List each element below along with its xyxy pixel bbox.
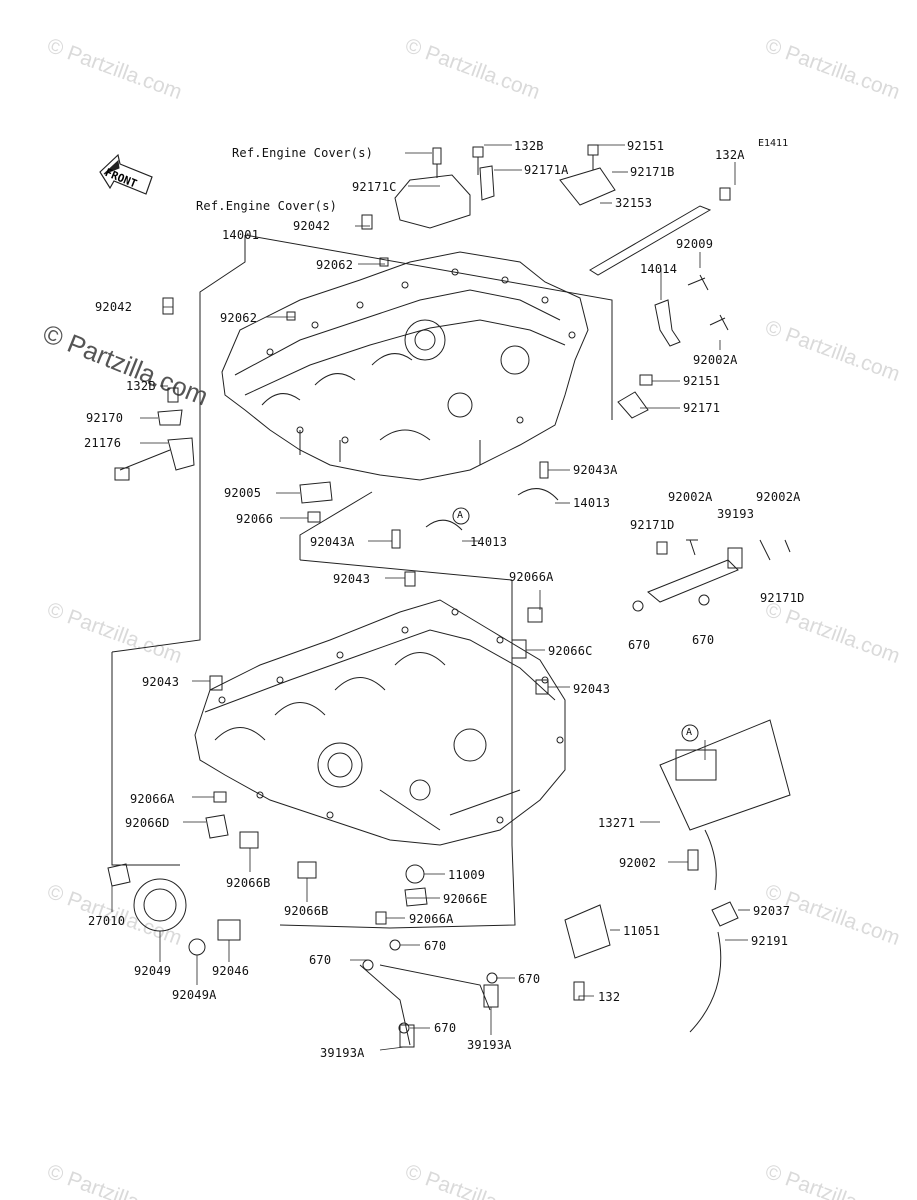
part-number-label: 132 xyxy=(598,990,621,1004)
part-number-label: 32153 xyxy=(615,196,653,210)
part-number-label: 14013 xyxy=(573,496,611,510)
part-number-label: 92171 xyxy=(683,401,721,415)
part-number-label: 132B xyxy=(126,379,156,393)
part-number-label: 39193 xyxy=(717,507,755,521)
part-number-label: 11051 xyxy=(623,924,661,938)
part-number-label: 92037 xyxy=(753,904,791,918)
part-number-label: 92066B xyxy=(284,904,329,918)
part-number-label: 92043 xyxy=(142,675,180,689)
part-number-label: 92062 xyxy=(316,258,354,272)
callout-a-circle xyxy=(452,507,470,525)
lower-crankcase-drawing xyxy=(194,599,566,846)
callout-a-label: A xyxy=(686,727,693,738)
part-number-label: 11009 xyxy=(448,868,486,882)
upper-group-bracket xyxy=(111,234,613,653)
part-number-label: 92049A xyxy=(172,988,217,1002)
callout-a-label: A xyxy=(457,510,464,521)
upper-crankcase-drawing xyxy=(221,251,589,481)
part-number-label: 92170 xyxy=(86,411,124,425)
part-number-label: 670 xyxy=(424,939,447,953)
part-number-label: 14013 xyxy=(470,535,508,549)
part-number-label: 92171C xyxy=(352,180,397,194)
part-number-label: 92151 xyxy=(683,374,721,388)
part-number-label: 92002 xyxy=(619,856,657,870)
part-number-label: 27010 xyxy=(88,914,126,928)
part-number-label: 92171D xyxy=(630,518,675,532)
part-number-label: 92046 xyxy=(212,964,250,978)
ref-engine-cover-label: Ref.Engine Cover(s) xyxy=(196,199,338,213)
part-number-label: 92043A xyxy=(573,463,618,477)
part-number-label: 92066C xyxy=(548,644,593,658)
part-number-label: 92043 xyxy=(333,572,371,586)
part-number-label: 92066 xyxy=(236,512,274,526)
leader-lines xyxy=(111,144,750,1051)
part-number-label: 670 xyxy=(434,1021,457,1035)
part-number-label: 13271 xyxy=(598,816,636,830)
part-number-label: 92002A xyxy=(668,490,713,504)
part-number-label: 92002A xyxy=(756,490,801,504)
part-number-label: 92049 xyxy=(134,964,172,978)
part-number-label: 92066A xyxy=(409,912,454,926)
part-number-label: 92171B xyxy=(630,165,675,179)
part-number-label: 39193A xyxy=(320,1046,365,1060)
part-number-label: 92171A xyxy=(524,163,569,177)
part-number-label: 92062 xyxy=(220,311,258,325)
part-number-label: 39193A xyxy=(467,1038,512,1052)
part-number-label: 670 xyxy=(309,953,332,967)
part-number-label: 92002A xyxy=(693,353,738,367)
part-number-label: 92066B xyxy=(226,876,271,890)
front-arrow-icon xyxy=(99,153,153,195)
part-number-label: 92171D xyxy=(760,591,805,605)
callout-a-circle xyxy=(681,724,699,742)
part-number-label: 92066D xyxy=(125,816,170,830)
part-number-label: 670 xyxy=(518,972,541,986)
part-number-label: 670 xyxy=(692,633,715,647)
part-number-label: 670 xyxy=(628,638,651,652)
part-number-label: 92066A xyxy=(509,570,554,584)
part-number-label: 92066E xyxy=(443,892,488,906)
part-number-label: 92043 xyxy=(573,682,611,696)
part-number-label: 92066A xyxy=(130,792,175,806)
part-number-label: 92151 xyxy=(627,139,665,153)
ref-engine-cover-label: Ref.Engine Cover(s) xyxy=(232,146,374,160)
diagram-code: E1411 xyxy=(758,138,789,149)
part-number-label: 132B xyxy=(514,139,544,153)
part-number-label: 92042 xyxy=(95,300,133,314)
part-number-label: 92191 xyxy=(751,934,789,948)
part-number-label: 14001 xyxy=(222,228,260,242)
part-number-label: 92043A xyxy=(310,535,355,549)
part-number-label: 92042 xyxy=(293,219,331,233)
part-number-label: 21176 xyxy=(84,436,122,450)
part-number-label: 92009 xyxy=(676,237,714,251)
part-number-label: 132A xyxy=(715,148,745,162)
part-number-label: 14014 xyxy=(640,262,678,276)
lower-group-bracket xyxy=(111,580,516,929)
part-number-label: 92005 xyxy=(224,486,262,500)
hardware-drawings xyxy=(107,144,791,1048)
